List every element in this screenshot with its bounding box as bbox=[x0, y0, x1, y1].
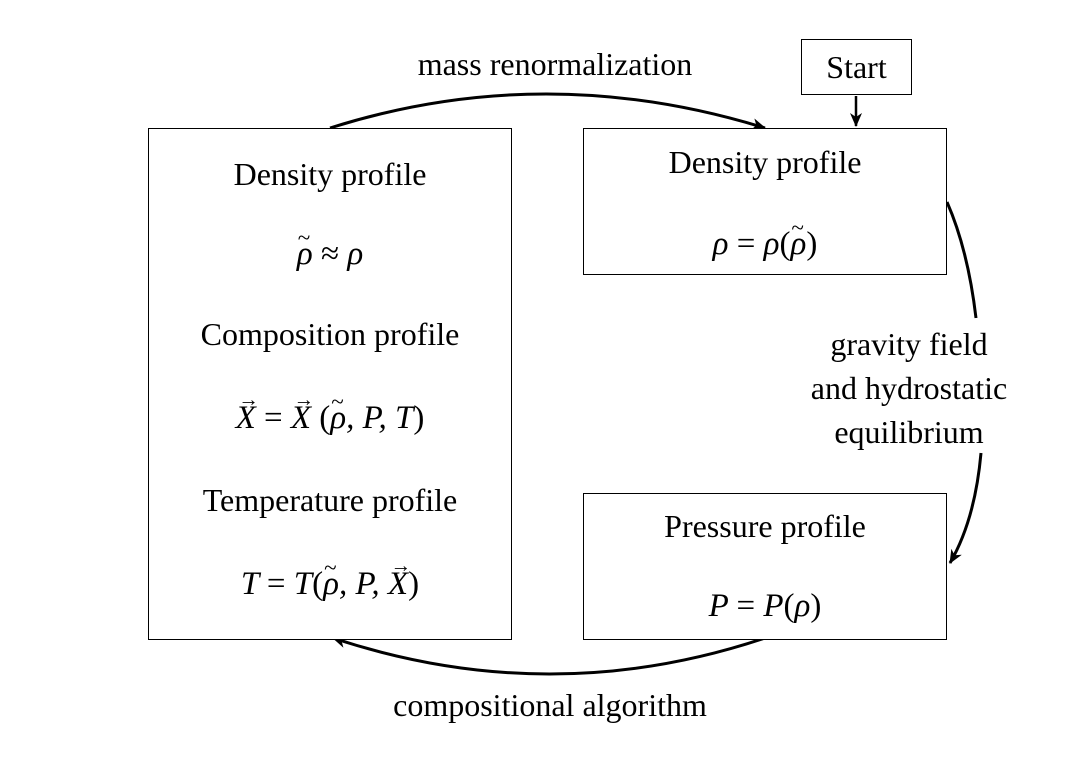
arrow-gravity-upper bbox=[945, 201, 978, 319]
left-density-title: Density profile bbox=[233, 156, 427, 192]
right-density-box bbox=[583, 128, 947, 275]
edge-label-gravity-line1: gravity field bbox=[830, 326, 988, 362]
right-density-formula: ρ = ρ(ρ) bbox=[583, 214, 947, 263]
edge-label-compositional-algorithm: compositional algorithm bbox=[393, 687, 707, 723]
edge-label-mass-renormalization: mass renormalization bbox=[417, 46, 693, 82]
composition-formula: X = X (ρ, P, T) bbox=[148, 388, 512, 437]
temperature-title: Temperature profile bbox=[202, 482, 458, 518]
arrow-gravity-lower bbox=[948, 452, 983, 564]
edge-label-gravity-line3: equilibrium bbox=[834, 414, 984, 450]
right-density-title: Density profile bbox=[668, 144, 862, 180]
arrow-compositional-algorithm bbox=[332, 636, 766, 676]
left-density-formula: ρ ≈ ρ bbox=[148, 224, 512, 273]
pressure-formula: P = P(ρ) bbox=[708, 588, 822, 624]
pressure-title: Pressure profile bbox=[664, 508, 866, 544]
temperature-formula: T = T(ρ, P, X) bbox=[148, 554, 512, 603]
start-box bbox=[801, 39, 912, 95]
pressure-box bbox=[583, 493, 947, 640]
arrow-mass-renormalization bbox=[329, 92, 766, 130]
edge-label-gravity-line2: and hydrostatic bbox=[810, 370, 1008, 406]
start-label: Start bbox=[826, 49, 887, 85]
composition-title: Composition profile bbox=[200, 316, 460, 352]
